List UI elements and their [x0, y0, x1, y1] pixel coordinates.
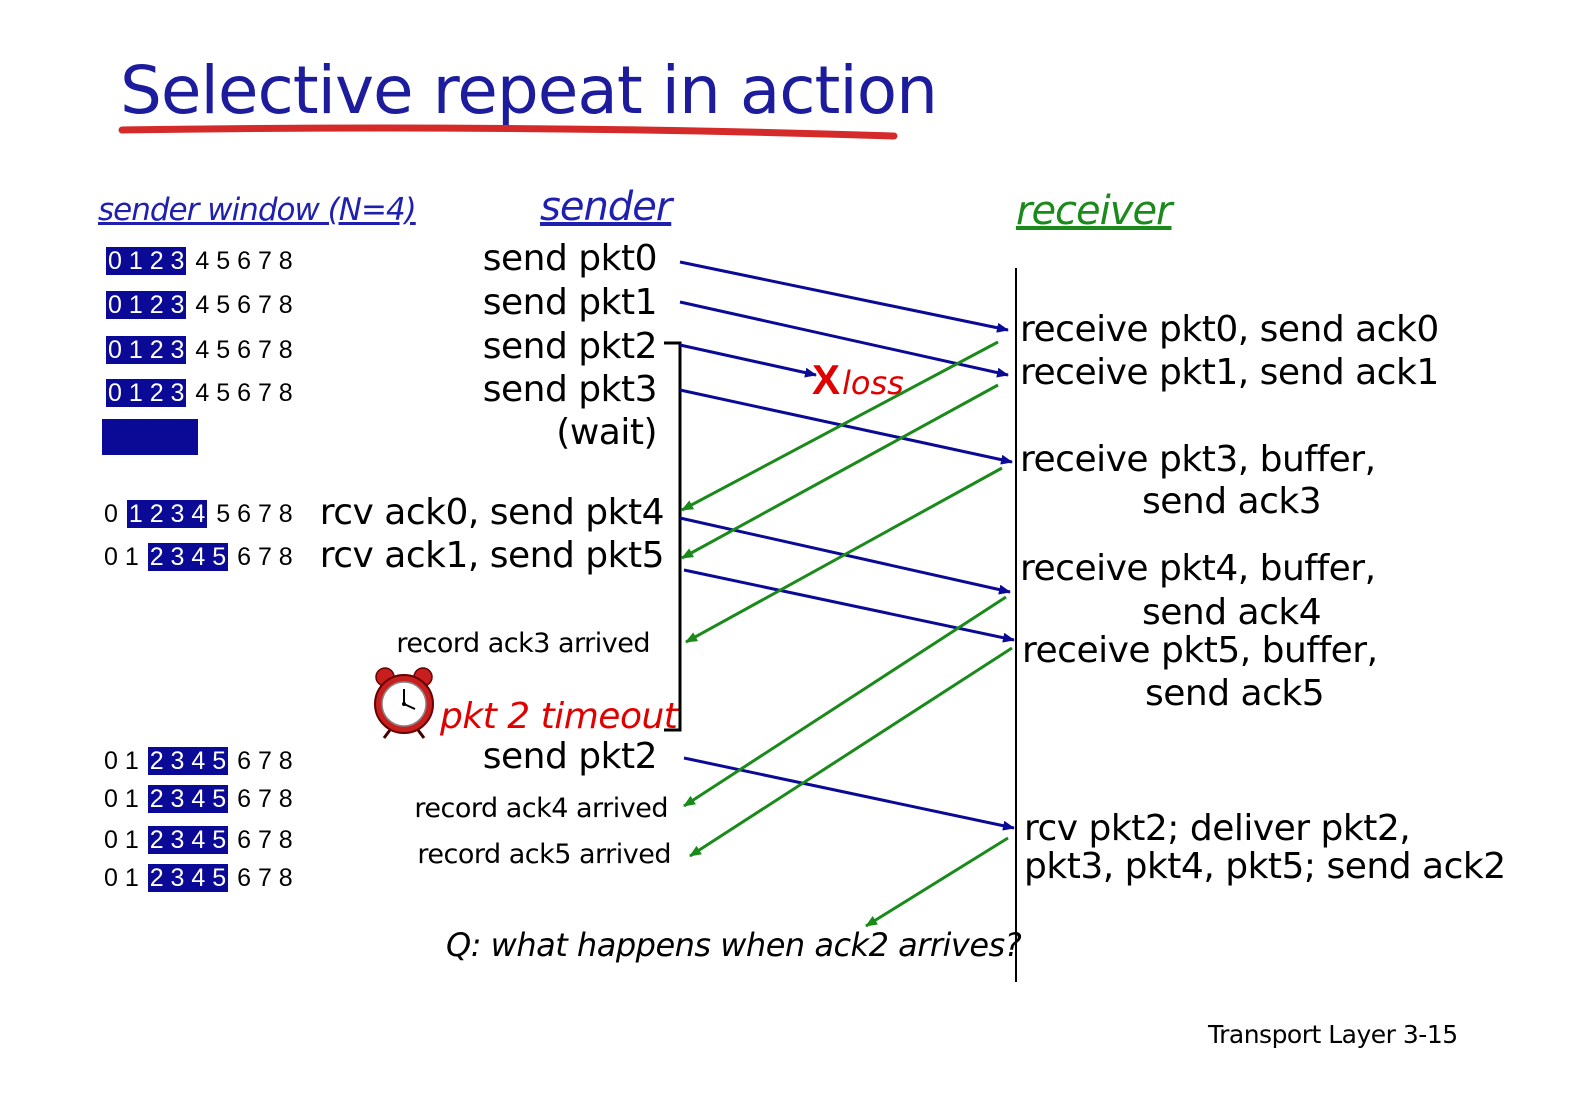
sender-header: sender: [540, 184, 672, 230]
receiver-r4-line1: receive pkt4, buffer,: [1020, 548, 1376, 589]
receiver-r4-line2: send ack4: [1142, 592, 1322, 633]
arrow-pkt0: [679, 260, 1009, 333]
window-row-1: 0 1 2 3 4 5 6 7 8: [106, 247, 293, 275]
sender-window-header: sender window (N=4): [98, 192, 417, 228]
loss-x-icon: X: [812, 356, 841, 403]
sender-rcv-ack0: rcv ack0, send pkt4: [319, 492, 665, 533]
pkt2-timeout-label: pkt 2 timeout: [440, 696, 678, 737]
window-row-3: 0 1 2 3 4 5 6 7 8: [106, 336, 293, 364]
sender-send-pkt2: send pkt2: [482, 326, 658, 367]
window-row-10: 0 1 2 3 4 5 6 7 8: [104, 864, 293, 892]
arrow-ack1: [681, 383, 999, 560]
receiver-r1: receive pkt1, send ack1: [1020, 352, 1439, 393]
window-row-6: 0 1 2 3 4 5 6 7 8: [104, 543, 293, 571]
sender-send-pkt3: send pkt3: [482, 369, 658, 410]
sender-record-ack4: record ack4 arrived: [414, 793, 668, 824]
arrow-pkt2-lost: [679, 343, 817, 378]
window-row-7: 0 1 2 3 4 5 6 7 8: [104, 747, 293, 775]
sender-resend-pkt2: send pkt2: [482, 736, 658, 777]
loss-label: loss: [842, 364, 904, 402]
receiver-header: receiver: [1016, 188, 1172, 234]
sender-wait: (wait): [556, 412, 657, 453]
receiver-r5-line1: receive pkt5, buffer,: [1022, 630, 1378, 671]
page-title: Selective repeat in action: [120, 52, 938, 129]
window-row-2: 0 1 2 3 4 5 6 7 8: [106, 291, 293, 319]
arrow-ack5: [689, 646, 1013, 858]
window-filled-box: [102, 419, 198, 455]
receiver-r0: receive pkt0, send ack0: [1020, 309, 1439, 350]
receiver-r5-line2: send ack5: [1145, 673, 1325, 714]
receiver-r3-line1: receive pkt3, buffer,: [1020, 439, 1376, 480]
window-row-4: 0 1 2 3 4 5 6 7 8: [106, 379, 293, 407]
sender-record-ack5: record ack5 arrived: [417, 839, 671, 870]
sender-send-pkt1: send pkt1: [482, 282, 658, 323]
window-row-8: 0 1 2 3 4 5 6 7 8: [104, 785, 293, 813]
timer-bracket: [664, 341, 682, 732]
receiver-r2-line2: pkt3, pkt4, pkt5; send ack2: [1024, 846, 1506, 887]
sender-record-ack3: record ack3 arrived: [396, 628, 650, 659]
arrow-pkt1: [679, 300, 1009, 378]
arrow-pkt3: [679, 388, 1013, 465]
sender-rcv-ack1: rcv ack1, send pkt5: [319, 535, 665, 576]
arrow-pkt2-resend: [683, 756, 1015, 831]
arrow-ack4: [683, 595, 1007, 808]
window-row-5: 0 1 2 3 4 5 6 7 8: [104, 500, 293, 528]
arrow-ack0: [681, 340, 999, 512]
receiver-r2-line1: rcv pkt2; deliver pkt2,: [1024, 808, 1411, 849]
sender-send-pkt0: send pkt0: [482, 238, 658, 279]
receiver-r3-line2: send ack3: [1142, 481, 1322, 522]
arrow-ack2: [865, 836, 1009, 928]
title-underline: [118, 124, 898, 140]
footer-label: Transport Layer 3-15: [1208, 1020, 1458, 1049]
alarm-clock-icon: [374, 667, 434, 739]
question-text: Q: what happens when ack2 arrives?: [446, 926, 1022, 964]
arrow-ack3: [685, 466, 1003, 644]
window-row-9: 0 1 2 3 4 5 6 7 8: [104, 826, 293, 854]
